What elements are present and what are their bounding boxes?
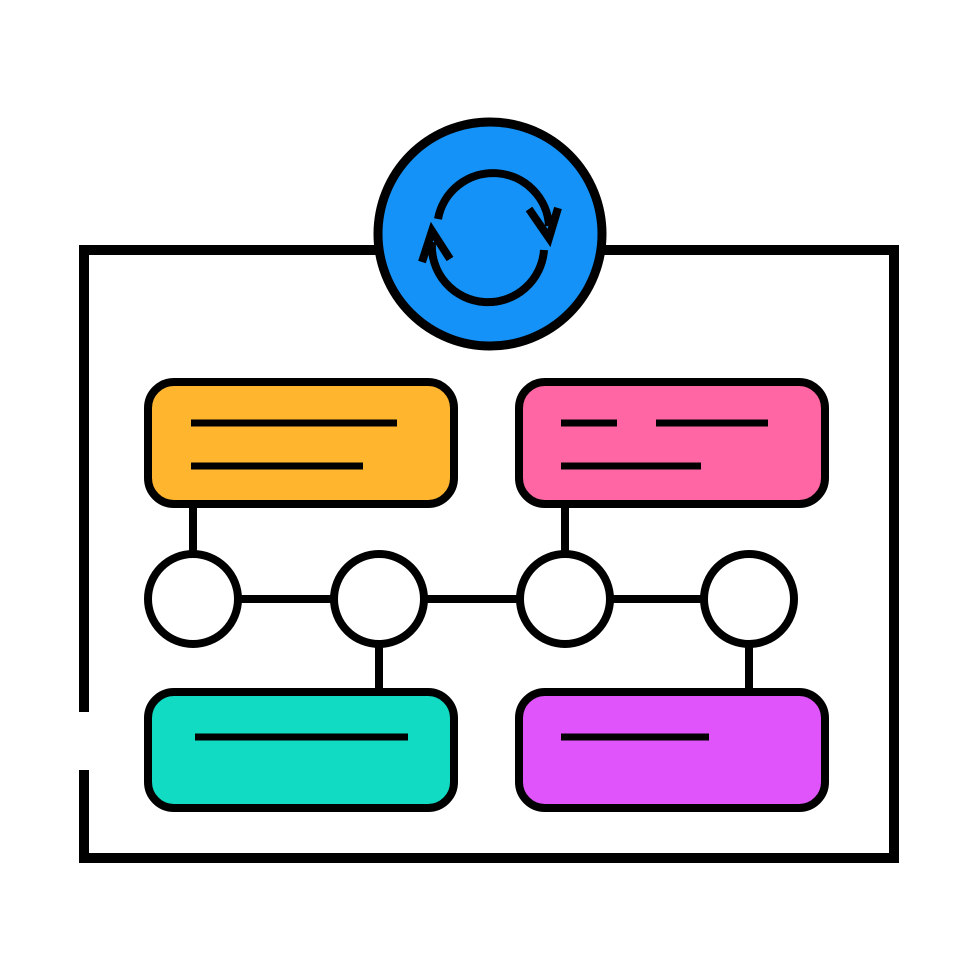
sync-badge	[373, 117, 607, 351]
timeline-node	[700, 550, 798, 648]
timeline-node	[330, 550, 428, 648]
sync-badge-circle	[373, 117, 607, 351]
card-top-left-box	[144, 378, 458, 508]
card-bottom-left	[144, 688, 458, 812]
sync-arrows-icon	[418, 169, 562, 307]
timeline-nodes	[144, 550, 798, 648]
card-bottom-left-box	[144, 688, 458, 812]
card-top-right-box	[515, 378, 829, 508]
timeline-node	[516, 550, 614, 648]
card-bottom-right-box	[515, 688, 829, 812]
card-top-left	[144, 378, 458, 508]
card-top-right	[515, 378, 829, 508]
frame-outline	[79, 245, 899, 863]
connectors	[189, 505, 753, 692]
card-bottom-right	[515, 688, 829, 812]
timeline-node	[144, 550, 242, 648]
